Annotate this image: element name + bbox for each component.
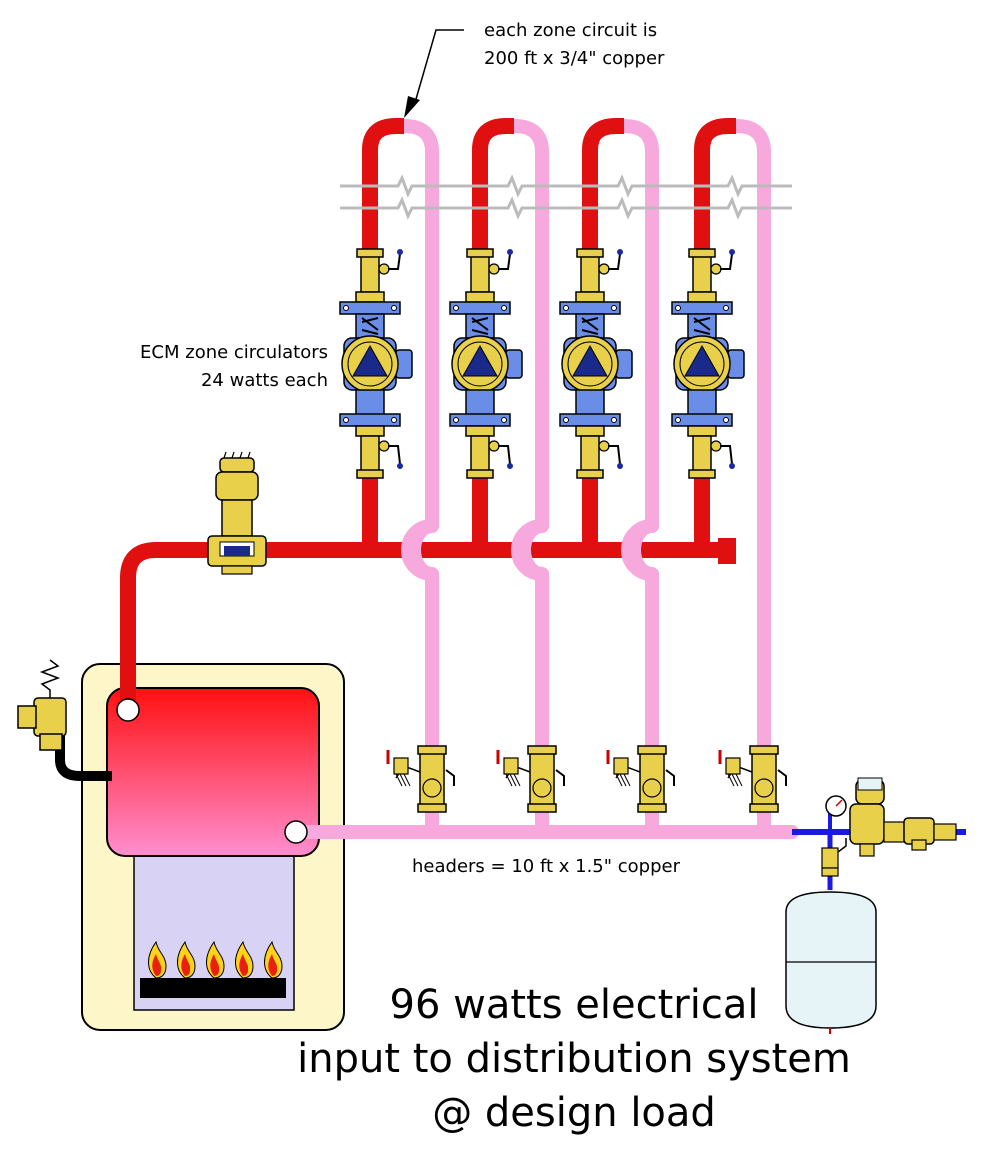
zone-circulator-2 — [449, 248, 523, 479]
purge-valve-4 — [718, 744, 788, 814]
air-separator — [207, 451, 267, 575]
headers-label: headers = 10 ft x 1.5" copper — [412, 856, 681, 877]
pipe-break-lines — [340, 174, 792, 220]
circulators-label-line1: ECM zone circulators — [140, 342, 328, 363]
cold-water-makeup — [792, 777, 966, 890]
boiler-supply-port — [116, 698, 140, 722]
summary-line1: 96 watts electrical — [390, 982, 759, 1028]
boiler-return-port — [284, 820, 308, 844]
summary-line3: @ design load — [432, 1090, 716, 1136]
summary-line2: input to distribution system — [297, 1036, 851, 1082]
circulators-label-line2: 24 watts each — [201, 370, 328, 391]
burner — [140, 978, 286, 998]
header-end-cap — [718, 538, 736, 564]
expansion-tank — [785, 891, 877, 1034]
purge-valve-1 — [386, 744, 456, 814]
zone-circulator-1 — [339, 248, 413, 479]
zone-circulator-4 — [671, 248, 745, 479]
tank-isolation-valve — [821, 847, 839, 869]
zone-circuit-pointer-arrow — [404, 29, 464, 118]
zone-circulator-3 — [559, 248, 633, 479]
purge-valve-2 — [496, 744, 566, 814]
zone-circuit-label-line1: each zone circuit is — [484, 20, 657, 41]
supply-piping — [120, 118, 736, 706]
purge-valves — [386, 744, 788, 814]
purge-valve-3 — [606, 744, 676, 814]
zone-circuit-label-line2: 200 ft x 3/4" copper — [484, 48, 665, 69]
pressure-relief-valve — [17, 659, 112, 781]
boiler — [81, 663, 345, 1031]
